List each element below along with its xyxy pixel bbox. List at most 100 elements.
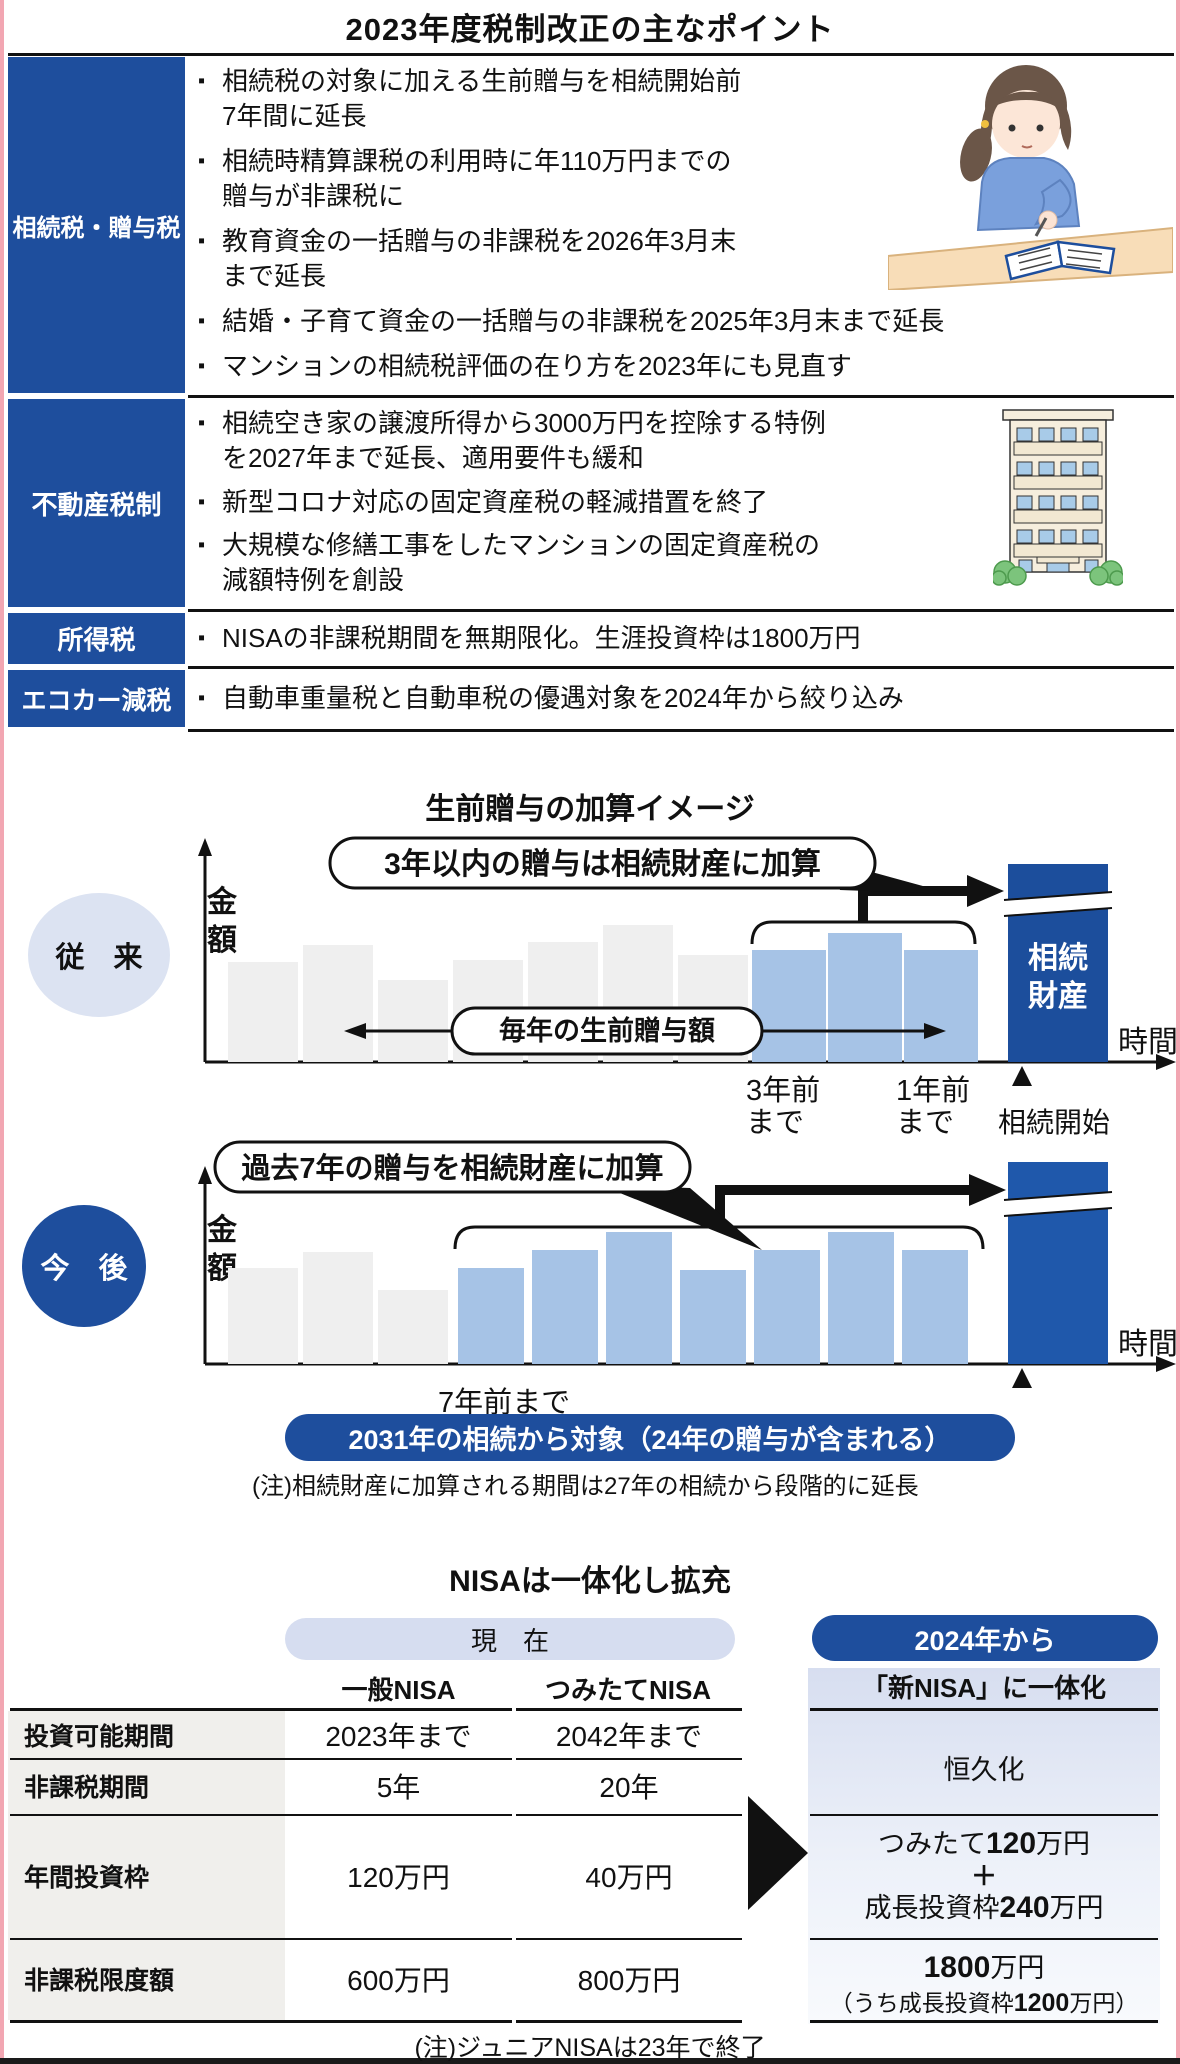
tax-items-1: ▪相続空き家の譲渡所得から3000万円を控除する特例を2027年まで延長、適用要… <box>196 397 1172 607</box>
girl-writing-illustration <box>888 65 1173 290</box>
bullet-icon: ▪ <box>198 150 206 172</box>
plus-sign: ＋ <box>970 1861 997 1891</box>
text: 万円 <box>1049 1893 1104 1923</box>
nisa-current-pill: 現 在 <box>285 1618 735 1660</box>
gift-bar-outside <box>378 1290 448 1364</box>
new-nisa-unified-header: 「新NISA」に一体化 <box>861 1673 1107 1703</box>
cell-value: 800万円 <box>577 1965 681 1996</box>
bar-break-line <box>1003 1191 1113 1201</box>
gift-bar-added <box>458 1268 524 1364</box>
cell-value: 40万円 <box>585 1862 673 1893</box>
nisa-title: NISAは一体化し拡充 <box>449 1565 731 1598</box>
text: 万円 <box>990 1953 1045 1983</box>
nisa-line <box>516 1708 742 1711</box>
tax-item: ▪NISAの非課税期間を無期限化。生涯投資枠は1800万円 <box>196 621 1172 656</box>
bullet-icon: ▪ <box>198 534 206 557</box>
tax-item-text: 新型コロナ対応の固定資産税の軽減措置を終了 <box>222 486 769 517</box>
gift-bar-outside <box>303 1252 373 1364</box>
table-line <box>188 609 1174 612</box>
x-annotation: 1年前 <box>896 1074 970 1107</box>
table-line <box>188 395 1174 398</box>
text: （うち成長投資枠 <box>829 1990 1014 2016</box>
page-edge-left <box>0 0 4 2064</box>
row-label: 投資可能期間 <box>24 1722 175 1751</box>
chart-footnote: (注)相続財産に加算される期間は27年の相続から段階的に延長 <box>252 1473 919 1500</box>
annual-gift-pill <box>450 1006 764 1056</box>
tax-item-text: 教育資金の一括贈与の非課税を2026年3月末まで延長 <box>222 226 737 291</box>
page-title: 2023年度税制改正の主なポイント <box>345 12 835 47</box>
page-bottom-border <box>0 2058 1180 2064</box>
gift-bar-outside <box>228 1268 298 1364</box>
nisa-line <box>516 2020 742 2023</box>
gift-bar-added <box>606 1232 672 1364</box>
nisa-line <box>810 1814 1158 1816</box>
apartment-building-illustration <box>993 409 1123 586</box>
inheritance-start-label: 相続開始 <box>998 1107 1110 1138</box>
table-line <box>188 729 1174 732</box>
bar-break-line <box>1003 907 1113 917</box>
x-axis-label: 時間 <box>1118 1026 1178 1059</box>
bullet-icon: ▪ <box>198 70 206 92</box>
add-arrow <box>858 886 972 922</box>
estate-bar <box>1008 1162 1108 1364</box>
tax-item-text: 結婚・子育て資金の一括贈与の非課税を2025年3月末まで延長 <box>222 306 945 336</box>
col-header-tsumitate-nisa: つみたてNISA <box>544 1675 712 1705</box>
row-label: 非課税期間 <box>24 1774 150 1802</box>
gift-bar-added <box>680 1270 746 1364</box>
era-badge-future: 今 後 <box>22 1205 146 1327</box>
cell-value: 20年 <box>599 1772 659 1803</box>
permanent-value: 恒久化 <box>943 1755 1025 1785</box>
nisa-label-column-bg <box>8 1711 285 2020</box>
bullet-icon: ▪ <box>198 490 206 513</box>
tax-item: ▪ 新型コロナ対応の固定資産税の軽減措置を終了 <box>196 485 1172 520</box>
tax-category-1: 不動産税制 <box>8 399 185 607</box>
y-axis-arrow <box>198 1166 212 1184</box>
bullet-icon: ▪ <box>198 355 206 377</box>
inheritance-start-marker <box>1012 1368 1032 1388</box>
tax-item-text: 自動車重量税と自動車税の優遇対象を2024年から絞り込み <box>222 682 904 713</box>
inheritance-start-marker <box>1012 1066 1032 1086</box>
text: 成長投資枠 <box>864 1893 1000 1923</box>
nisa-line <box>10 1758 512 1760</box>
tax-item: ▪教育資金の一括贈与の非課税を2026年3月末まで延長 <box>196 224 1172 294</box>
tax-item-text: 相続時精算課税の利用時に年110万円までの贈与が非課税に <box>222 146 732 211</box>
gift-bar-added <box>828 1232 894 1364</box>
callout-text: 過去7年の贈与を相続財産に加算 <box>241 1151 663 1185</box>
transition-arrow <box>748 1796 808 1910</box>
gift-bar-added <box>902 1250 968 1364</box>
bullet-icon: ▪ <box>198 411 206 434</box>
gift-bar-added <box>752 950 826 1062</box>
nisa-2024-pill: 2024年から <box>812 1615 1158 1661</box>
tax-item-text: マンションの相続税評価の在り方を2023年にも見直す <box>222 351 852 381</box>
nisa-line <box>516 1758 742 1760</box>
nisa-footnote: (注)ジュニアNISAは23年で終了 <box>414 2034 766 2062</box>
chart-banner: 2031年の相続から対象（24年の贈与が含まれる） <box>285 1414 1015 1461</box>
nisa-line <box>810 2020 1158 2023</box>
cell-value: 5年 <box>376 1772 421 1803</box>
y-axis-label: 金 <box>206 1213 238 1247</box>
bar-break-line <box>1003 891 1113 901</box>
tax-item-text: 大規模な修繕工事をしたマンションの固定資産税の減額特例を創設 <box>222 530 821 596</box>
add-arrow <box>715 1185 974 1227</box>
bold-number: 1200 <box>1013 1989 1070 2017</box>
bold-number: 240 <box>999 1891 1050 1924</box>
tax-item: ▪自動車重量税と自動車税の優遇対象を2024年から絞り込み <box>196 681 1172 716</box>
estate-bar-label: 相続 <box>1028 942 1088 975</box>
gift-bar-outside <box>378 980 448 1062</box>
y-axis-label: 額 <box>207 924 237 957</box>
limit-line-1: 1800万円 <box>808 1946 1160 1985</box>
text: つみたて <box>877 1829 986 1859</box>
pill-arrow-head <box>924 1023 946 1039</box>
gift-bar-added <box>828 933 902 1062</box>
cell-value: 120万円 <box>347 1862 450 1893</box>
x-annotation: まで <box>896 1107 954 1139</box>
gift-chart-title: 生前贈与の加算イメージ <box>425 793 755 826</box>
nisa-line <box>516 1938 742 1940</box>
tax-item: ▪結婚・子育て資金の一括贈与の非課税を2025年3月末まで延長 <box>196 304 1172 339</box>
annual-line-2: 成長投資枠240万円 <box>808 1886 1160 1925</box>
gift-bar-outside <box>228 962 298 1062</box>
y-axis-arrow <box>198 838 212 856</box>
